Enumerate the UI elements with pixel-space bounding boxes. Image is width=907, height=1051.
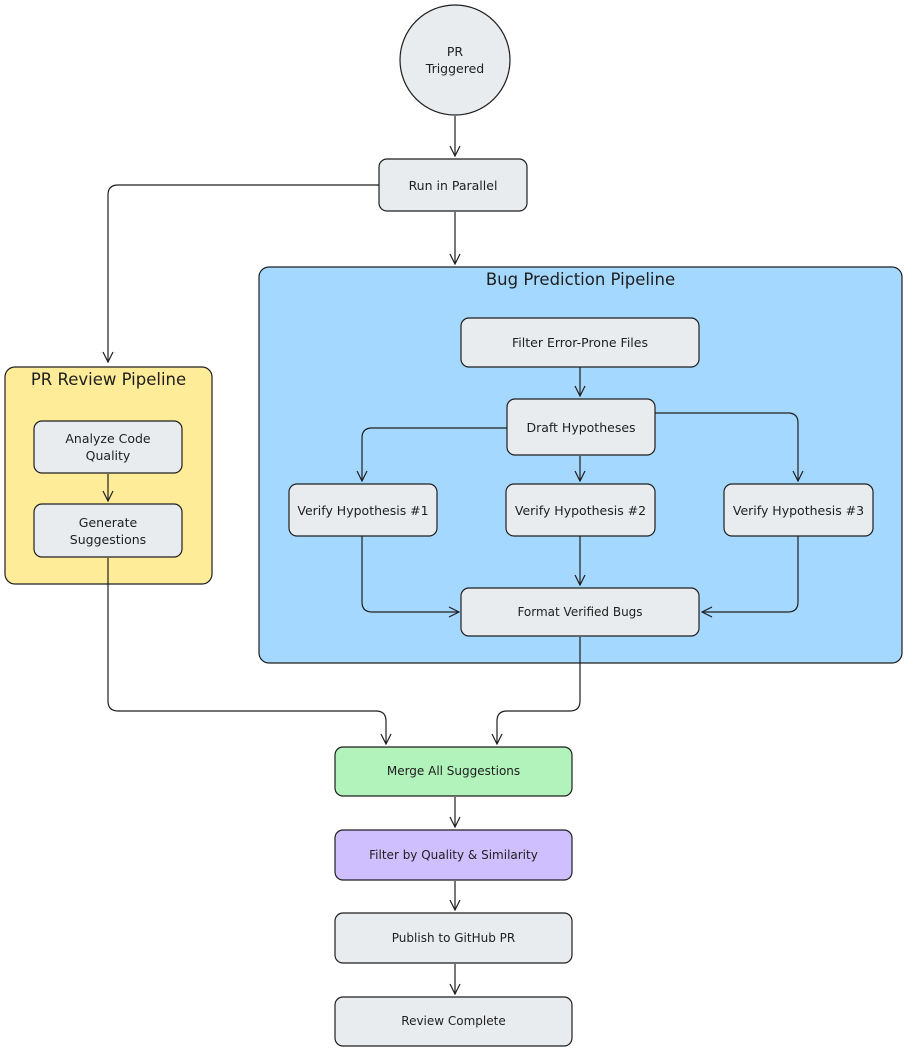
- bug-prediction-title: Bug Prediction Pipeline: [485, 270, 676, 289]
- edge-generate-to-merge: [107, 558, 386, 744]
- verify-hypothesis-1-node: [288, 483, 438, 537]
- edge-verify3-to-format: [702, 536, 799, 612]
- edge-parallel-to-pr-review: [108, 184, 379, 362]
- pr-review-title: PR Review Pipeline: [30, 370, 187, 389]
- generate-suggestions-node: [33, 503, 183, 558]
- filter-error-prone-files-node: [460, 317, 700, 368]
- review-complete-node: [334, 996, 573, 1047]
- edge-format-to-merge: [497, 637, 581, 744]
- format-verified-bugs-node: [460, 587, 700, 637]
- publish-to-github-node: [334, 912, 573, 964]
- draft-hypotheses-node: [506, 398, 656, 456]
- merge-all-suggestions-node: [334, 746, 573, 797]
- run-in-parallel-node: [378, 158, 528, 212]
- start-node: [399, 4, 511, 116]
- edge-verify1-to-format: [361, 536, 459, 612]
- verify-hypothesis-3-node: [723, 483, 874, 537]
- edge-draft-to-verify1: [362, 427, 507, 481]
- edge-draft-to-verify3: [655, 412, 798, 481]
- analyze-code-quality-node: [33, 420, 183, 474]
- filter-by-quality-node: [334, 829, 573, 881]
- verify-hypothesis-2-node: [505, 483, 656, 537]
